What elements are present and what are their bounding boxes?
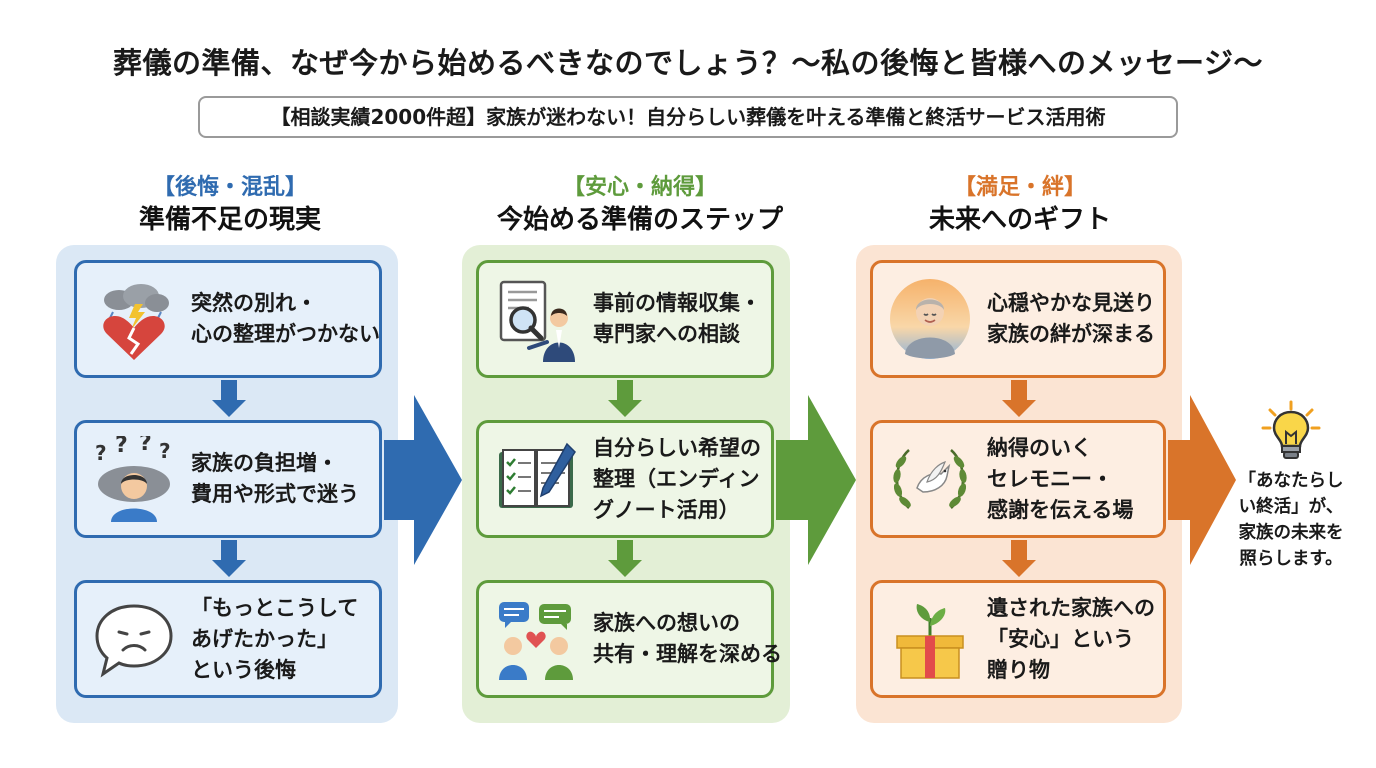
card-text: 自分らしい希望の 整理（エンディン グノート活用） bbox=[593, 435, 761, 522]
big-arrow-green bbox=[776, 395, 856, 565]
column-title: 今始める準備のステップ bbox=[496, 205, 783, 235]
subtitle-banner: 【相談実績2000件超】家族が迷わない！自分らしい葬儀を叶える準備と終活サービス… bbox=[198, 96, 1178, 138]
card-sharing-feelings: 家族への想いの 共有・理解を深める bbox=[476, 580, 782, 698]
card-information-gathering: 事前の情報収集・ 専門家への相談 bbox=[476, 260, 774, 378]
card-text: 心穏やかな見送り 家族の絆が深まる bbox=[987, 291, 1155, 346]
column-tag: 【安心・納得】 bbox=[562, 175, 717, 200]
column-title: 準備不足の現実 bbox=[138, 205, 321, 235]
down-arrow bbox=[212, 380, 246, 417]
svg-text:?: ? bbox=[139, 436, 152, 456]
card-regret-feeling: 「もっとこうして あげたかった」 という後悔 bbox=[74, 580, 382, 698]
column-title: 未来へのギフト bbox=[928, 205, 1111, 235]
down-arrow bbox=[1002, 540, 1036, 577]
card-peaceful-farewell: 心穏やかな見送り 家族の絆が深まる bbox=[870, 260, 1166, 378]
peaceful-face-icon bbox=[887, 276, 973, 362]
document-consultation-icon bbox=[493, 276, 579, 362]
storm-broken-heart-icon bbox=[91, 276, 177, 362]
column-heading-regret: 【後悔・混乱】 準備不足の現実 bbox=[60, 174, 400, 238]
svg-text:?: ? bbox=[95, 441, 107, 465]
svg-text:?: ? bbox=[159, 439, 171, 463]
column-heading-relief: 【安心・納得】 今始める準備のステップ bbox=[440, 174, 840, 238]
big-arrow-orange bbox=[1168, 395, 1236, 565]
card-text: 家族の負担増・ 費用や形式で迷う bbox=[191, 451, 359, 506]
card-text: 遺された家族への 「安心」という 贈り物 bbox=[987, 595, 1155, 682]
family-conversation-icon bbox=[493, 596, 579, 682]
card-text: 事前の情報収集・ 専門家への相談 bbox=[593, 291, 761, 346]
ending-note-icon bbox=[493, 436, 579, 522]
sad-speech-bubble-icon bbox=[91, 596, 177, 682]
card-text: 家族への想いの 共有・理解を深める bbox=[593, 611, 782, 666]
column-heading-satisfaction: 【満足・絆】 未来へのギフト bbox=[860, 174, 1180, 238]
confused-person-icon: ? ? ? ? bbox=[91, 436, 177, 522]
down-arrow bbox=[212, 540, 246, 577]
down-arrow bbox=[608, 380, 642, 417]
card-ceremony: 納得のいく セレモニー・ 感謝を伝える場 bbox=[870, 420, 1166, 538]
column-tag: 【満足・絆】 bbox=[953, 175, 1086, 200]
big-arrow-blue bbox=[384, 395, 462, 565]
dove-wreath-icon bbox=[887, 436, 973, 522]
down-arrow bbox=[1002, 380, 1036, 417]
down-arrow bbox=[608, 540, 642, 577]
card-ending-note: 自分らしい希望の 整理（エンディン グノート活用） bbox=[476, 420, 774, 538]
card-text: 突然の別れ・ 心の整理がつかない bbox=[191, 291, 380, 346]
svg-text:?: ? bbox=[115, 436, 128, 458]
card-gift-of-relief: 遺された家族への 「安心」という 贈り物 bbox=[870, 580, 1166, 698]
main-title: 葬儀の準備、なぜ今から始めるべきなのでしょう？〜私の後悔と皆様へのメッセージ〜 bbox=[113, 46, 1263, 80]
closing-message: 「あなたらし い終活」が、 家族の未来を 照らします。 bbox=[1238, 471, 1344, 569]
column-tag: 【後悔・混乱】 bbox=[152, 175, 307, 200]
card-text: 「もっとこうして あげたかった」 という後悔 bbox=[191, 595, 359, 682]
card-sudden-farewell: 突然の別れ・ 心の整理がつかない bbox=[74, 260, 382, 378]
card-family-burden: ? ? ? ? 家族の負担増・ 費用や形式で迷う bbox=[74, 420, 382, 538]
gift-sprout-icon bbox=[887, 596, 973, 682]
card-text: 納得のいく セレモニー・ 感謝を伝える場 bbox=[987, 435, 1134, 522]
lightbulb-icon bbox=[1261, 400, 1321, 459]
